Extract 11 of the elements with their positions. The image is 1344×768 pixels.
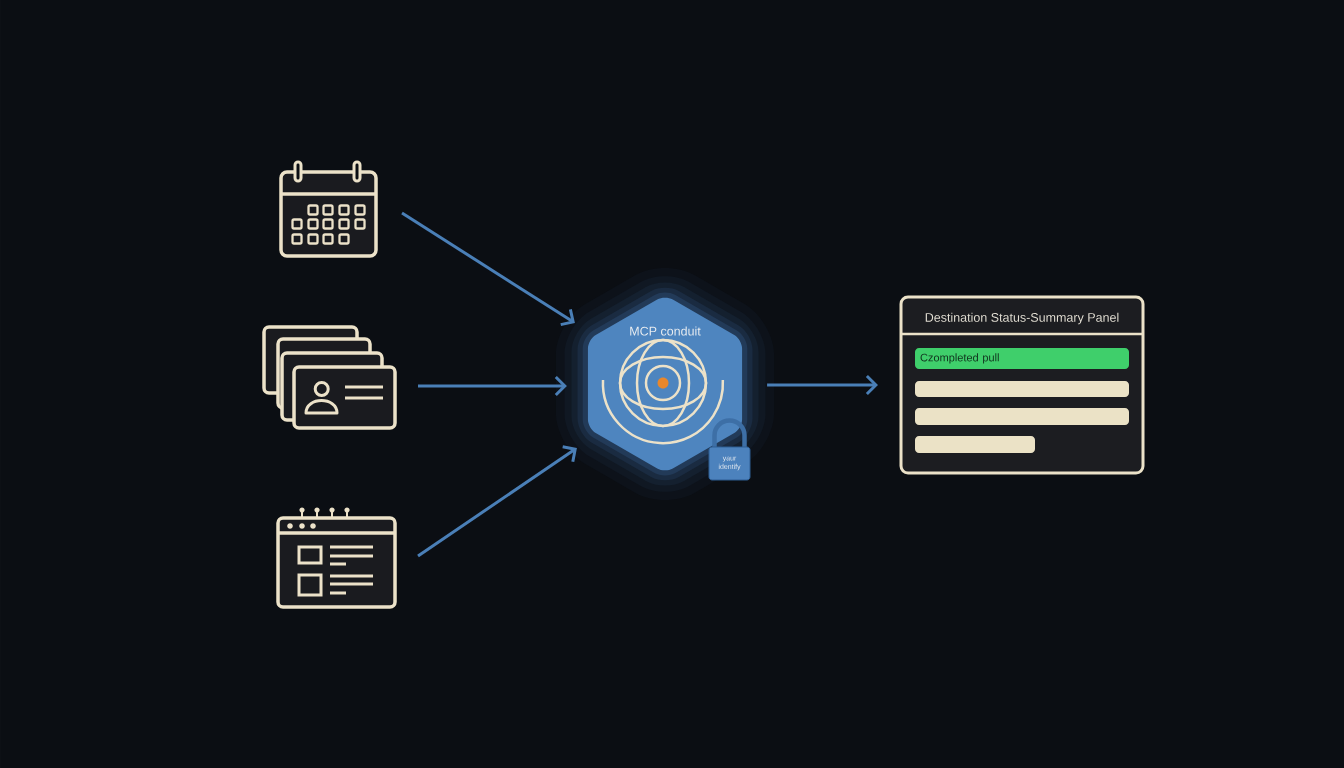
id-card-stack-icon xyxy=(262,325,397,430)
arrow xyxy=(418,375,567,397)
browser-form-icon xyxy=(276,507,397,609)
arrow xyxy=(401,211,575,327)
status-bar: Czompleted pull xyxy=(915,348,1129,369)
calendar-icon xyxy=(279,160,378,258)
empty-bar xyxy=(915,408,1129,425)
empty-bar xyxy=(915,436,1035,453)
empty-bar xyxy=(915,381,1129,397)
arrow xyxy=(767,374,878,396)
arrow xyxy=(417,445,577,558)
